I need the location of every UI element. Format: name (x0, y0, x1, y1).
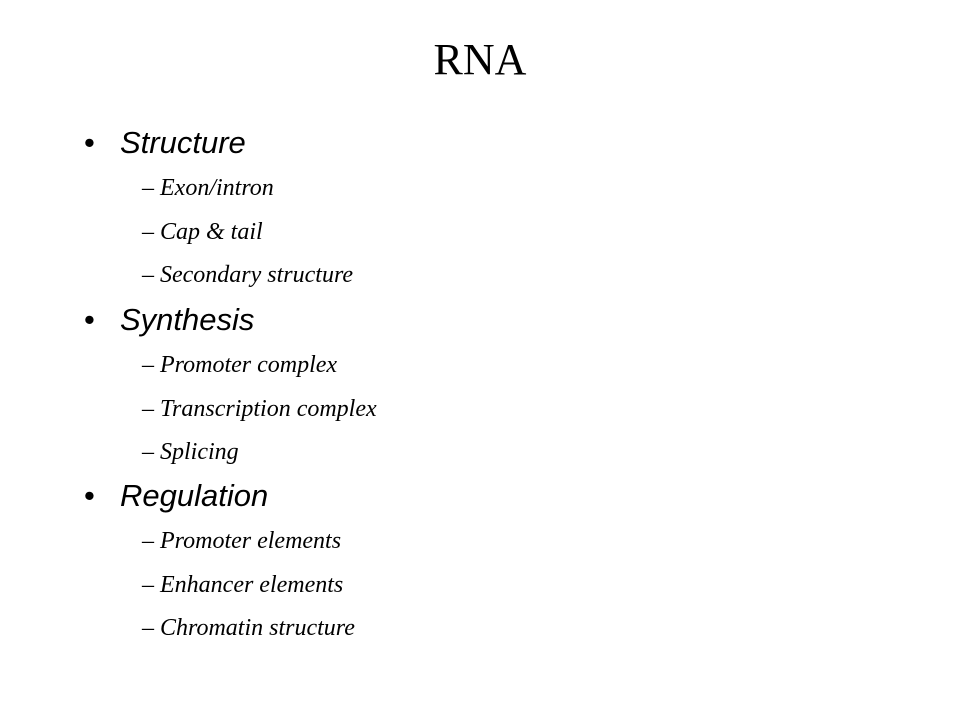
section-regulation: • Regulation – Promoter elements – Enhan… (84, 475, 884, 651)
sub-bullet-text: Enhancer elements (160, 571, 344, 598)
sub-bullet-item: – Transcription complex (84, 388, 884, 432)
dash-glyph: – (142, 175, 154, 201)
sub-bullet-text: Promoter elements (160, 528, 342, 554)
dash-glyph: – (142, 571, 154, 598)
bullet-dot: • (84, 478, 95, 513)
sub-bullet-item: – Promoter complex (84, 344, 884, 388)
bullet-item: • Synthesis (84, 299, 884, 341)
sub-list: – Promoter complex – Transcription compl… (84, 344, 884, 475)
sub-bullet-item: – Enhancer elements (84, 564, 884, 608)
dash-glyph: – (142, 528, 154, 554)
sub-bullet-item: – Chromatin structure (84, 607, 884, 651)
bullet-dot: • (84, 125, 95, 160)
sub-bullet-item: – Promoter elements (84, 520, 884, 564)
dash-glyph: – (142, 218, 154, 245)
dash-glyph: – (142, 615, 154, 641)
dash-glyph: – (142, 352, 154, 378)
sub-bullet-text: Secondary structure (160, 262, 354, 288)
bullet-item: • Structure (84, 122, 884, 164)
sub-bullet-text: Transcription complex (160, 395, 377, 422)
bullet-heading: Structure (120, 125, 246, 160)
section-synthesis: • Synthesis – Promoter complex – Transcr… (84, 299, 884, 475)
bullet-dot: • (84, 302, 95, 337)
sub-bullet-text: Exon/intron (160, 175, 274, 201)
sub-bullet-item: – Secondary structure (84, 254, 884, 298)
sub-bullet-item: – Exon/intron (84, 167, 884, 211)
section-structure: • Structure – Exon/intron – Cap & tail –… (84, 122, 884, 298)
slide-title: RNA (433, 35, 527, 84)
bullet-heading: Regulation (120, 478, 269, 513)
sub-bullet-item: – Cap & tail (84, 211, 884, 255)
sub-bullet-text: Chromatin structure (160, 615, 355, 641)
sub-bullet-text: Splicing (160, 439, 239, 465)
sub-bullet-text: Promoter complex (160, 352, 338, 378)
bullet-heading: Synthesis (120, 302, 255, 337)
bullet-item: • Regulation (84, 475, 884, 517)
sub-list: – Exon/intron – Cap & tail – Secondary s… (84, 167, 884, 298)
sub-bullet-item: – Splicing (84, 431, 884, 475)
dash-glyph: – (142, 262, 154, 288)
sub-bullet-text: Cap & tail (160, 218, 263, 245)
dash-glyph: – (142, 439, 154, 465)
dash-glyph: – (142, 395, 154, 422)
sub-list: – Promoter elements – Enhancer elements … (84, 520, 884, 651)
